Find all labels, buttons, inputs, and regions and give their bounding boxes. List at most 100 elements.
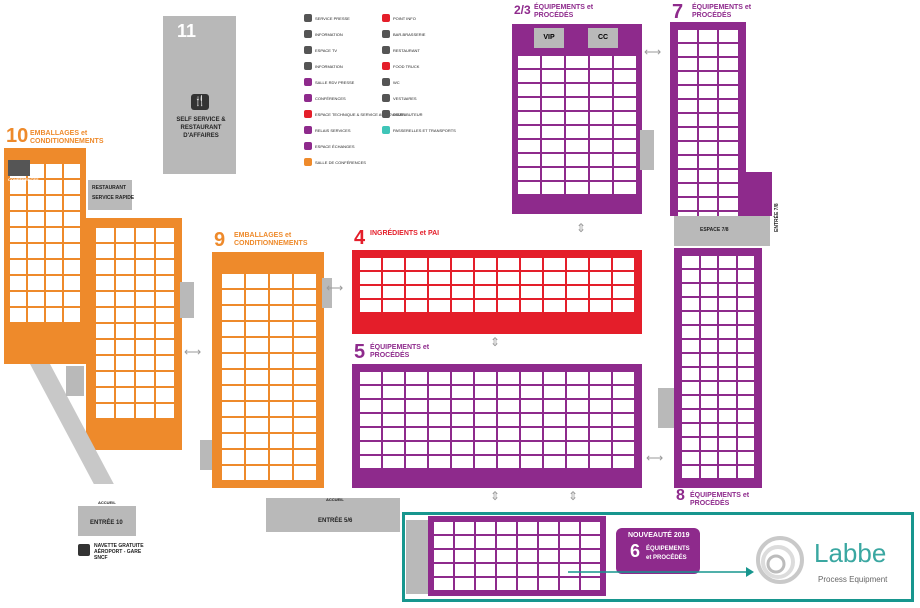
hall-11-number: 11 xyxy=(177,21,197,41)
bar-icon xyxy=(382,30,390,38)
hall-6-highlight-frame[interactable] xyxy=(402,512,914,602)
shuttle-icon xyxy=(78,544,90,556)
hall-2-3-title: ÉQUIPEMENTS et PROCÉDÉS xyxy=(534,4,594,19)
connector-arrow: ⟷ xyxy=(184,345,202,359)
connector-arrow: ⇕ xyxy=(568,489,579,503)
hall-9-title: EMBALLAGES et CONDITIONNEMENTS xyxy=(234,232,308,247)
side-service-block[interactable] xyxy=(180,282,194,318)
legend-item: ESPACE ÉCHANGES xyxy=(304,142,355,150)
entrance-5-6[interactable] xyxy=(266,498,400,532)
hall-5-label: 5 xyxy=(354,341,366,363)
pointer-arrow xyxy=(568,567,754,577)
legend-item: ESPACE TV xyxy=(304,46,337,54)
restaurant-icon xyxy=(382,46,390,54)
hall-5-title: ÉQUIPEMENTS et PROCÉDÉS xyxy=(370,344,430,359)
legend-item: SALLE RDV PRESSE xyxy=(304,78,354,86)
legend-item: SALLE DE CONFÉRENCES xyxy=(304,158,366,166)
restaurant-area[interactable] xyxy=(88,180,132,210)
hall-4-stands xyxy=(360,258,634,324)
conference-room-icon xyxy=(304,158,312,166)
callout-new-2019: NOUVEAUTÉ 2019 xyxy=(628,532,690,539)
hall-4-label: 4 xyxy=(354,227,366,249)
connector-arrow: ⟷ xyxy=(646,451,664,465)
hall-7-label: 7 xyxy=(672,1,684,23)
labbe-logo-icon xyxy=(756,536,804,584)
legend: SERVICE PRESSE INFORMATION ESPACE TV INF… xyxy=(304,14,494,166)
accueil-label: ACCUEIL xyxy=(98,500,116,505)
connector-arrow: ⇕ xyxy=(490,335,501,349)
legend-item: RESTAURANT xyxy=(382,46,420,54)
legend-item: VESTIAIRES xyxy=(382,94,417,102)
hall-10-conference-block[interactable] xyxy=(8,160,30,176)
hall-2-3-stands xyxy=(518,56,636,206)
connector-arrow: ⇕ xyxy=(576,221,587,235)
info-icon xyxy=(304,62,312,70)
hall-6-stands xyxy=(434,522,600,592)
info-icon xyxy=(304,30,312,38)
hall-2-3-label: 2/3 xyxy=(514,3,531,17)
entry-7-8-label: ENTRÉE 7/8 xyxy=(774,203,780,232)
hall-7-stands xyxy=(678,30,738,224)
legend-item: FOOD TRUCK xyxy=(382,62,419,70)
tv-icon xyxy=(304,46,312,54)
hall-8-label: 8 xyxy=(676,487,685,504)
fast-service-label: SERVICE RAPIDE xyxy=(92,195,135,201)
hall-7-title: ÉQUIPEMENTS et PROCÉDÉS xyxy=(692,4,752,19)
legend-item: INFORMATION xyxy=(304,62,343,70)
restaurant-label: RESTAURANT xyxy=(92,185,127,191)
press-icon xyxy=(304,14,312,22)
cloakroom-icon xyxy=(382,94,390,102)
legend-item: RELAIS SERVICES xyxy=(304,126,351,134)
hall-10-title: EMBALLAGES et CONDITIONNEMENTS xyxy=(30,130,104,145)
connector-arrow: ⟷ xyxy=(326,281,344,295)
conference-label: CONFÉRENCES xyxy=(8,177,39,182)
hall-11-description: SELF SERVICE & RESTAURANT D'AFFAIRES xyxy=(176,117,226,139)
hall-7-8-info-label: ESPACE 7/8 xyxy=(700,227,729,233)
hall-9-label: 9 xyxy=(214,229,226,251)
hall-10-label: 10 xyxy=(6,125,29,147)
cutlery-icon: 🍴 xyxy=(191,94,209,110)
hall-7-annex[interactable] xyxy=(736,172,772,216)
callout-hall-number: 6 xyxy=(630,541,641,561)
hall-11[interactable]: 11 🍴 SELF SERVICE & RESTAURANT D'AFFAIRE… xyxy=(163,16,236,174)
point-info-icon xyxy=(382,14,390,22)
arrow-head xyxy=(746,567,754,577)
hall-10-annex-stands xyxy=(96,228,174,442)
legend-item: DISTRIBUTEUR xyxy=(382,110,423,118)
side-service-block[interactable] xyxy=(640,130,654,170)
hall-4-title: INGRÉDIENTS et PAI xyxy=(370,230,440,237)
relay-icon xyxy=(304,126,312,134)
hall-9-stands xyxy=(222,274,316,480)
legend-item: PASSERELLES ET TRANSPORTS xyxy=(382,126,456,134)
brand-name: Labbe xyxy=(814,538,887,568)
cc-area[interactable]: CC xyxy=(588,28,618,48)
legend-item: POINT INFO xyxy=(382,14,416,22)
side-service-block[interactable] xyxy=(322,278,332,308)
accueil-label: ACCUEIL xyxy=(326,497,344,502)
side-service-block[interactable] xyxy=(66,366,84,396)
hall-10-stands xyxy=(10,164,80,354)
walkway-swatch-icon xyxy=(382,126,390,134)
hall-6-callout xyxy=(616,528,700,574)
hall-8-stands xyxy=(682,256,754,480)
vip-area[interactable]: VIP xyxy=(534,28,564,48)
legend-item: CONFÉRENCES xyxy=(304,94,346,102)
entrance-10[interactable] xyxy=(78,506,136,536)
dispenser-icon xyxy=(382,110,390,118)
hall-5-stands xyxy=(360,372,634,480)
food-truck-icon xyxy=(382,62,390,70)
exchange-icon xyxy=(304,142,312,150)
legend-item: ESPACE TECHNIQUE & SERVICE AUDIOVISUEL xyxy=(304,110,406,118)
connector-arrow: ⟷ xyxy=(644,45,662,59)
entry-5-6-label: ENTRÉE 5/6 xyxy=(318,518,353,524)
entry-10-label: ENTRÉE 10 xyxy=(90,520,123,526)
side-service-block[interactable] xyxy=(406,520,428,594)
hall-7-8-lobby[interactable] xyxy=(674,216,770,246)
connector-arrow: ⇕ xyxy=(490,489,501,503)
legend-item: SERVICE PRESSE xyxy=(304,14,350,22)
hall-8-title: ÉQUIPEMENTS et PROCÉDÉS xyxy=(690,492,750,507)
tech-icon xyxy=(304,110,312,118)
side-service-block[interactable] xyxy=(200,440,212,470)
side-service-block[interactable] xyxy=(658,388,674,428)
legend-item: WC xyxy=(382,78,400,86)
